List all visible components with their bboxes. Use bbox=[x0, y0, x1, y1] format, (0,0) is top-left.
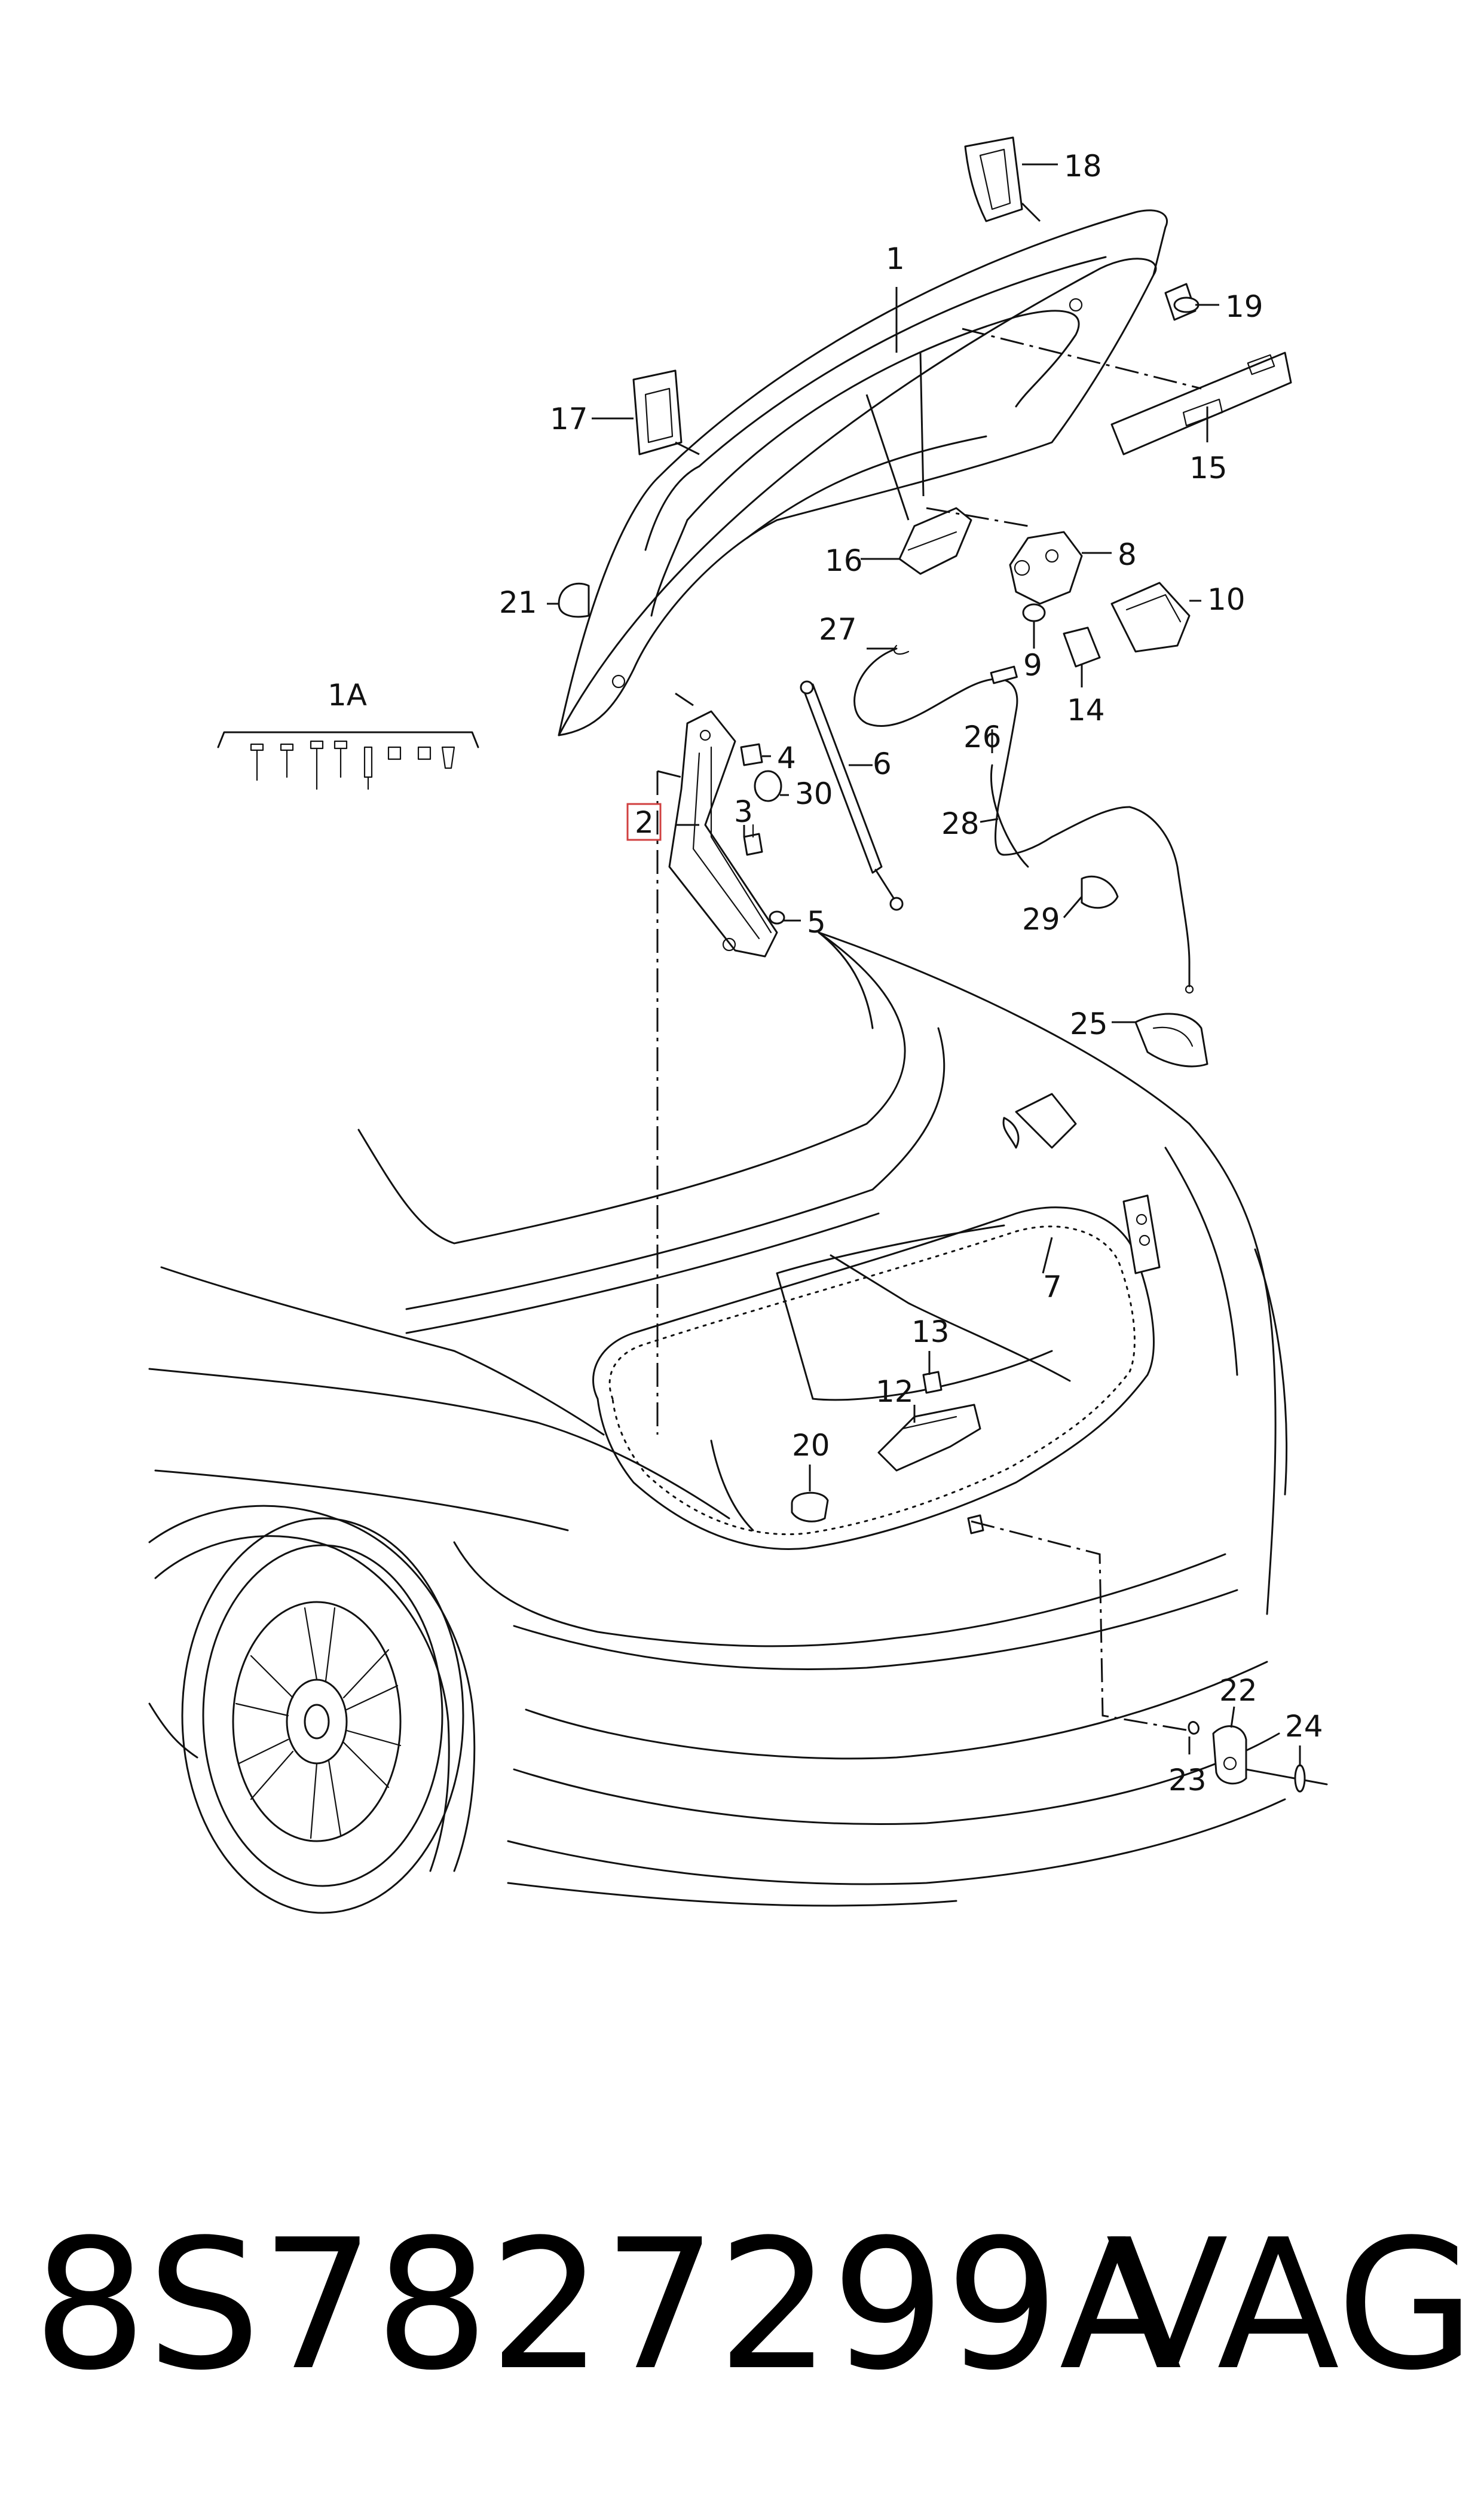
callout-16[interactable]: 16 bbox=[825, 543, 863, 578]
callout-leaders bbox=[547, 163, 1301, 1766]
part-18-buffer bbox=[964, 136, 1023, 222]
callout-1A[interactable]: 1A bbox=[328, 678, 367, 713]
callout-2[interactable]: 2 bbox=[635, 805, 654, 840]
trunk-opening-seal bbox=[592, 1093, 1161, 1551]
callout-26[interactable]: 26 bbox=[963, 720, 1002, 754]
callout-27[interactable]: 27 bbox=[819, 612, 857, 647]
callout-14[interactable]: 14 bbox=[1067, 693, 1105, 727]
part-29-clip bbox=[1081, 875, 1119, 909]
callout-30[interactable]: 30 bbox=[795, 776, 833, 811]
part-25-tray bbox=[1134, 1013, 1208, 1068]
callout-13[interactable]: 13 bbox=[911, 1314, 950, 1349]
assembly-lines bbox=[656, 328, 1202, 1732]
callout-12[interactable]: 12 bbox=[876, 1374, 914, 1409]
callout-8[interactable]: 8 bbox=[1118, 537, 1137, 572]
part-6-gas-strut bbox=[800, 680, 904, 911]
callout-19[interactable]: 19 bbox=[1225, 289, 1263, 324]
release-cables bbox=[853, 644, 1194, 994]
callout-21[interactable]: 21 bbox=[499, 585, 537, 620]
brand-text: VAG bbox=[1106, 2201, 1475, 2410]
callout-28[interactable]: 28 bbox=[941, 806, 980, 841]
callout-4[interactable]: 4 bbox=[777, 741, 796, 775]
part-2-hinge bbox=[668, 710, 778, 958]
part-19-bulb bbox=[1164, 283, 1200, 321]
part-14-switch bbox=[1063, 626, 1101, 668]
callout-5[interactable]: 5 bbox=[807, 905, 826, 940]
callout-1[interactable]: 1 bbox=[886, 241, 905, 276]
callout-15[interactable]: 15 bbox=[1189, 451, 1228, 485]
callout-6[interactable]: 6 bbox=[873, 747, 892, 781]
callout-22[interactable]: 22 bbox=[1219, 1673, 1257, 1708]
part-16-bracket bbox=[898, 507, 972, 575]
callout-10[interactable]: 10 bbox=[1207, 582, 1246, 617]
part-8-lock bbox=[1009, 531, 1083, 605]
part-17-buffer bbox=[632, 369, 683, 455]
callout-17[interactable]: 17 bbox=[550, 402, 588, 436]
callout-20[interactable]: 20 bbox=[792, 1428, 830, 1463]
callout-24[interactable]: 24 bbox=[1285, 1709, 1323, 1744]
hinge-fasteners bbox=[740, 743, 785, 925]
callout-18[interactable]: 18 bbox=[1064, 149, 1102, 184]
part-20-bump-stop bbox=[791, 1491, 829, 1523]
callout-2-highlight bbox=[626, 803, 662, 841]
trunk-lid bbox=[558, 209, 1168, 736]
part-21-grommet bbox=[558, 582, 590, 618]
car-body-outline bbox=[148, 931, 1288, 1907]
callout-29[interactable]: 29 bbox=[1022, 902, 1060, 937]
part-number-text: 8S7827299A bbox=[33, 2201, 1183, 2410]
callout-25[interactable]: 25 bbox=[1070, 1007, 1108, 1041]
part-10-cover bbox=[1110, 582, 1191, 653]
part-1A-fastener-set bbox=[217, 731, 479, 790]
part-15-housing bbox=[1110, 351, 1292, 455]
callout-3[interactable]: 3 bbox=[734, 794, 753, 829]
rear-wheel bbox=[181, 1517, 464, 1914]
part-9-nut bbox=[1022, 603, 1046, 622]
callout-7[interactable]: 7 bbox=[1043, 1270, 1062, 1304]
part-22-24-assembly bbox=[967, 1514, 1328, 1793]
callout-labels: 1 18 19 15 17 21 16 8 10 9 14 27 26 6 28… bbox=[328, 149, 1323, 1797]
callout-9[interactable]: 9 bbox=[1023, 648, 1042, 683]
callout-23[interactable]: 23 bbox=[1168, 1763, 1207, 1797]
